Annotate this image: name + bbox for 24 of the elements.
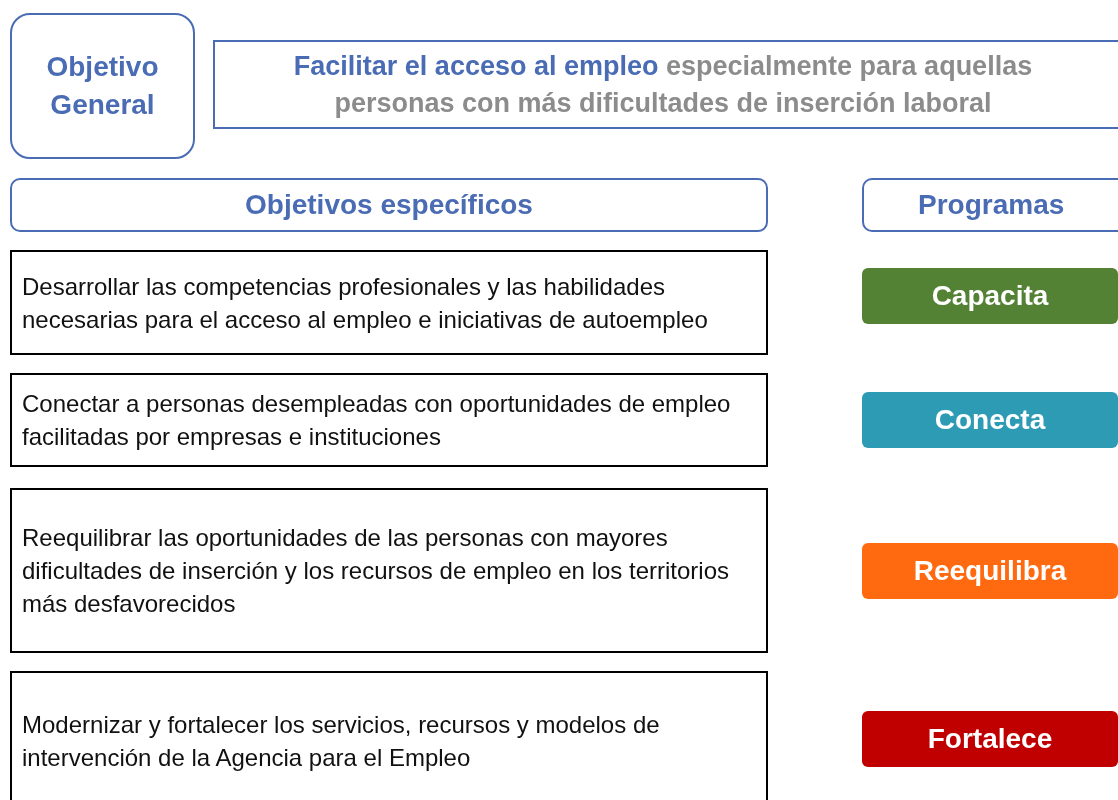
objective-box [10,373,768,467]
column-header: Programas [918,189,1065,221]
description-text: Facilitar el acceso al empleo especialmente para aquellas personas con más dificultades de inserción laboral [292,49,1034,120]
program-box [862,392,1118,448]
description-text: Modernizar y fortalecer los servicios, recursos y modelos de intervención de la Agencia para el Empleo [22,710,661,773]
program-name: Reequilibra [912,555,1068,587]
description-text: Desarrollar las competencias profesionales y las habilidades necesarias para el acceso al empleo e iniciativas de autoempleo [22,271,709,335]
objective-box [10,13,195,159]
program-name: Conecta [933,404,1047,436]
objective-box [10,488,768,653]
objective-box [10,671,768,800]
column-header: Objetivos específicos [245,189,533,221]
program-box [862,268,1118,324]
program-box [862,543,1118,599]
description-text: Conectar a personas desempleadas con oportunidades de empleo facilitadas por empresas e instituciones [22,389,732,452]
goal-box [213,40,1118,129]
objective-box [10,250,768,355]
header-box [862,178,1118,232]
header-box [10,178,768,232]
program-name: Fortalece [926,723,1054,755]
program-box [862,711,1118,767]
description-text: Reequilibrar las oportunidades de las personas con mayores dificultades de inserción y los recursos de empleo en los territorios más desfavorecidos [22,523,730,619]
program-name: Capacita [930,280,1050,312]
heading-text: Objetivo General [45,50,160,122]
